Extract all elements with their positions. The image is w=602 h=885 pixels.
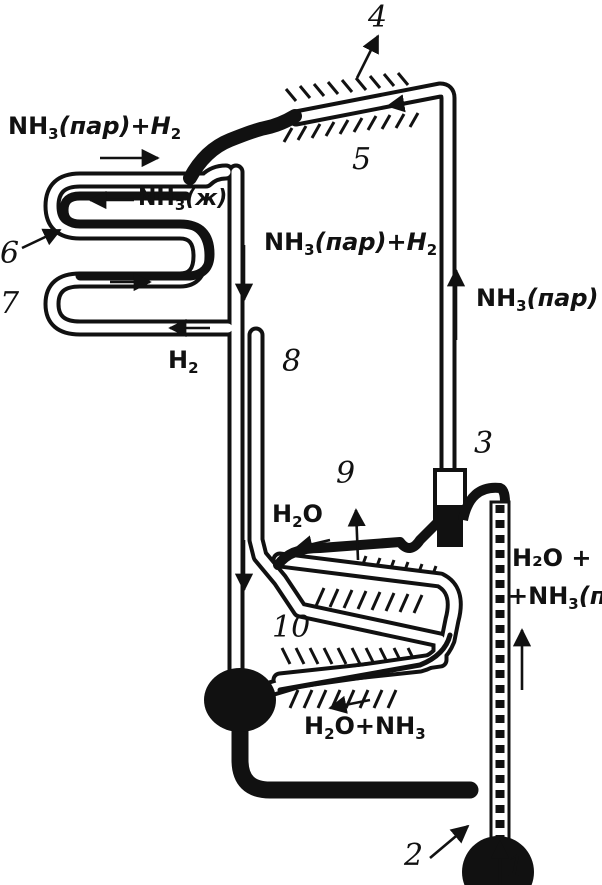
separator <box>433 468 510 547</box>
formula-h2: H2 <box>168 346 199 377</box>
formula-h2o-nh3-line2: +NH3(п <box>508 582 602 613</box>
label-1: 1 <box>506 850 526 885</box>
label-6: 6 <box>0 236 20 271</box>
label-4: 4 <box>368 0 388 35</box>
label-9: 9 <box>336 456 356 491</box>
hollow-tubes <box>43 81 463 701</box>
label-7: 7 <box>0 286 20 321</box>
formula-vapor-h2-top: NH3(пар)+H2 <box>8 112 182 143</box>
label-10: 10 <box>272 610 311 645</box>
condenser-fins <box>282 72 420 143</box>
arrows <box>21 34 532 885</box>
pump-tube <box>489 500 511 844</box>
formula-liquid-nh3: NH3(ж) <box>138 186 228 214</box>
formula-vapor-h2-mid: NH3(пар)+H2 <box>264 228 438 259</box>
label-2: 2 <box>404 838 424 873</box>
label-8: 8 <box>282 344 302 379</box>
formula-h2o: H2O <box>272 500 323 531</box>
label-3: 3 <box>474 426 494 461</box>
formula-h2o-nh3-line1: H₂O + <box>512 544 592 572</box>
formula-h2o-nh3-bottom: H2O+NH3 <box>304 712 426 743</box>
absorber-vessel <box>204 668 276 732</box>
boiler-vessel <box>462 836 534 885</box>
liquid-tubes <box>59 109 479 799</box>
label-5: 5 <box>352 142 372 177</box>
formula-vapor-right: NH3(пар) <box>476 284 599 315</box>
